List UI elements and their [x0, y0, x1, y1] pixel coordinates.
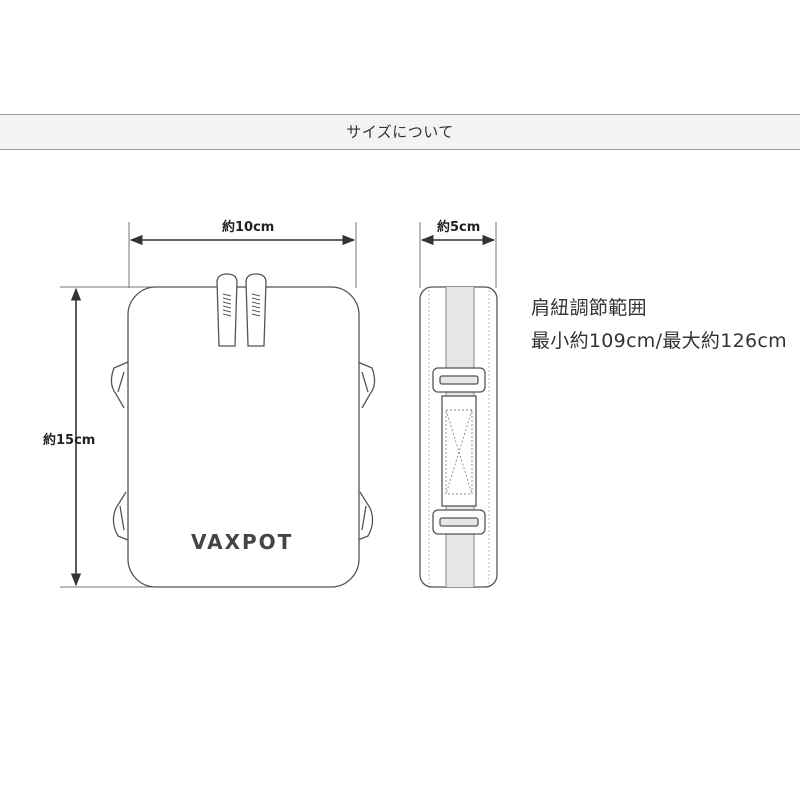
left-top-clip	[110, 361, 129, 409]
height-label: 約15cm	[43, 433, 96, 448]
bag-side-view	[419, 286, 498, 588]
depth-dimension	[419, 222, 497, 288]
bag-body	[127, 286, 360, 588]
strap-range-title: 肩紐調節範囲	[531, 297, 647, 319]
section-header-band: サイズについて	[0, 114, 800, 150]
zipper-pull-left	[216, 273, 238, 347]
height-dimension	[60, 286, 165, 588]
zipper-pull-right	[245, 273, 267, 347]
bag-front-view	[110, 273, 376, 588]
width-dimension	[128, 222, 357, 288]
right-top-clip	[357, 361, 376, 409]
right-bottom-clip	[357, 491, 374, 541]
section-title: サイズについて	[346, 123, 454, 141]
width-label: 約10cm	[222, 220, 275, 235]
stitch-panel	[441, 395, 477, 507]
strap-range-values: 最小約109cm/最大約126cm	[531, 330, 787, 352]
left-bottom-clip	[112, 491, 129, 541]
brand-logo: VAXPOT	[191, 530, 294, 554]
depth-label: 約5cm	[437, 220, 481, 235]
